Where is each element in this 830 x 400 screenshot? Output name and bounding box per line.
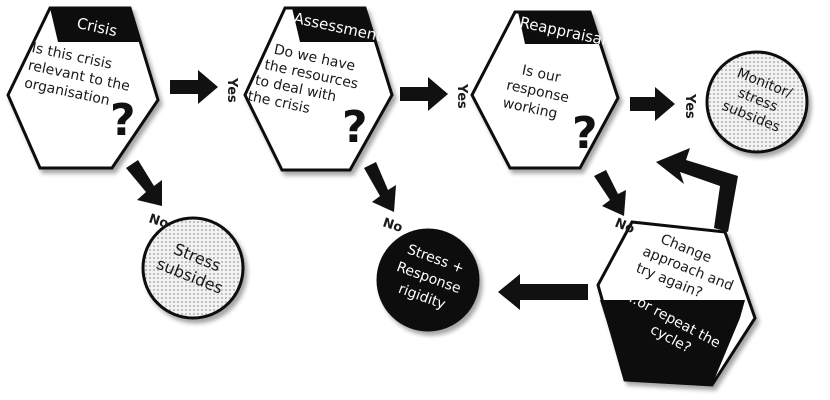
no-arrow-2	[364, 162, 396, 212]
loop-arrow	[656, 148, 738, 232]
change-node	[596, 220, 757, 387]
assessment-question-mark: ?	[342, 102, 368, 153]
stress-subsides-circle	[141, 216, 245, 320]
crisis-question-mark: ?	[110, 95, 136, 146]
yes-arrow-1	[170, 70, 218, 104]
assessment-node	[243, 6, 394, 172]
crisis-node	[6, 6, 160, 170]
reappraisal-line-1: Is our	[520, 62, 562, 86]
no-arrow-3	[594, 170, 626, 216]
monitor-circle	[705, 50, 809, 154]
yes-label-2: Yes	[454, 83, 469, 109]
reappraisal-node	[470, 10, 620, 170]
yes-label-3: Yes	[682, 93, 697, 119]
fail-arrow	[498, 274, 588, 310]
no-label-1: No	[147, 212, 171, 232]
reappraisal-question-mark: ?	[572, 108, 598, 159]
yes-label-1: Yes	[224, 77, 239, 103]
arrows	[126, 70, 738, 310]
yes-arrow-2	[400, 77, 448, 111]
no-label-2: No	[381, 216, 405, 236]
yes-arrow-3	[630, 87, 675, 121]
no-arrow-1	[126, 160, 162, 206]
no-label-3: No	[613, 216, 637, 237]
stress-response-circle	[376, 228, 480, 332]
